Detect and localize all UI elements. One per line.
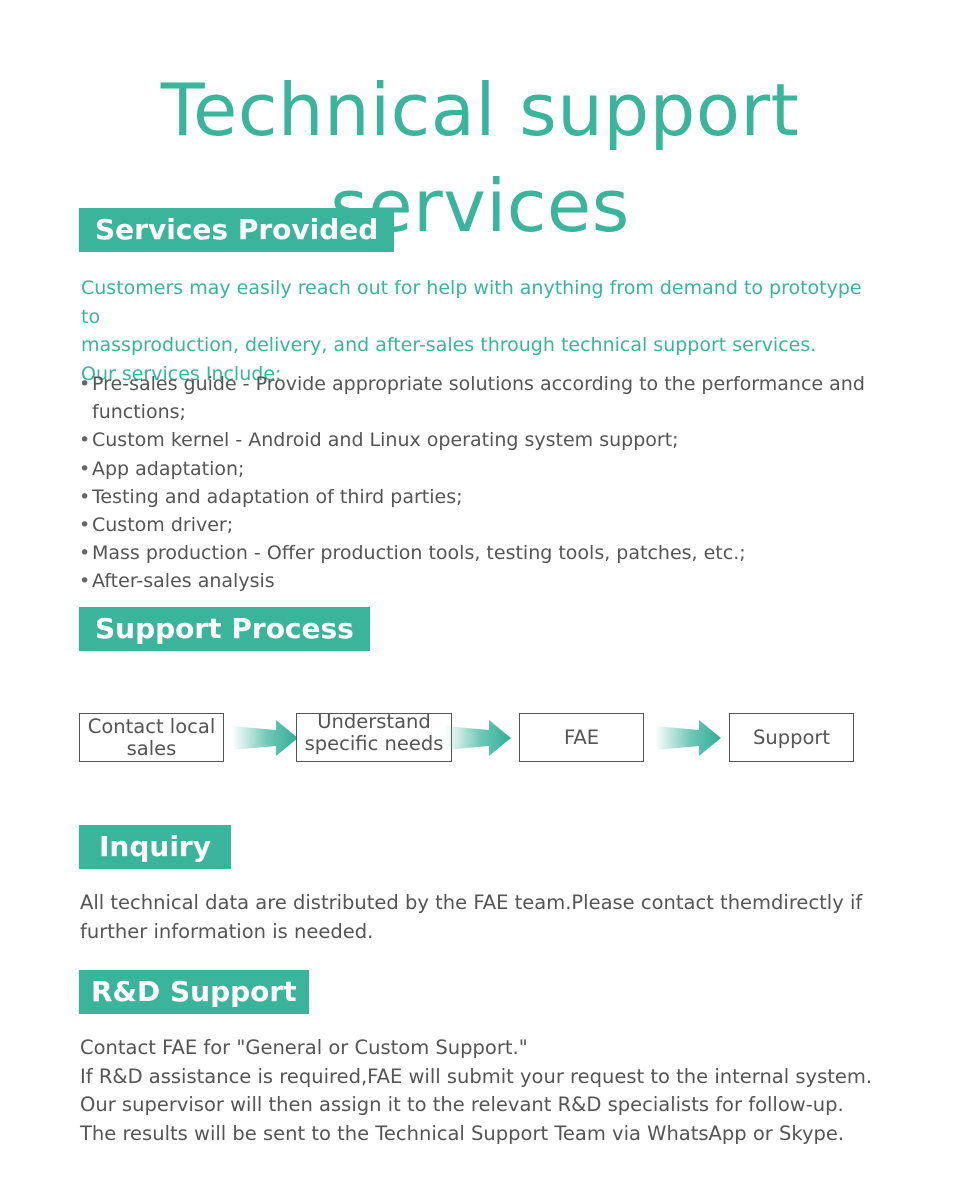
support-process-heading: Support Process	[79, 607, 370, 651]
list-item: •Mass production - Offer production tool…	[79, 539, 879, 567]
inquiry-line: All technical data are distributed by th…	[80, 891, 863, 914]
arrow-right-icon	[232, 720, 298, 756]
bullet: •	[79, 429, 91, 452]
process-step-contact-local-sales: Contact local sales	[79, 713, 224, 762]
list-item: •Pre-sales guide - Provide appropriate s…	[79, 370, 879, 426]
list-item-text: After-sales analysis	[92, 570, 275, 593]
process-step-understand-needs: Understand specific needs	[296, 710, 452, 762]
list-item: •Testing and adaptation of third parties…	[79, 483, 879, 511]
rd-support-text: Contact FAE for "General or Custom Suppo…	[80, 1034, 880, 1148]
bullet: •	[79, 542, 91, 565]
list-item-text: Mass production - Offer production tools…	[92, 542, 746, 565]
rd-support-heading: R&D Support	[79, 970, 309, 1014]
list-item: •App adaptation;	[79, 455, 879, 483]
intro-line: Our services Include:	[81, 362, 282, 385]
intro-line: massproduction, delivery, and after-sale…	[81, 334, 817, 356]
step-label-line: specific needs	[304, 732, 444, 755]
list-item: •After-sales analysis	[79, 567, 879, 595]
services-intro: Customers may easily reach out for help …	[81, 274, 881, 388]
inquiry-line: further information is needed.	[80, 919, 374, 943]
services-provided-heading: Services Provided	[79, 208, 395, 252]
list-item-text: Testing and adaptation of third parties;	[92, 485, 463, 508]
intro-line: Customers may easily reach out for help …	[81, 277, 862, 328]
inquiry-text: All technical data are distributed by th…	[80, 889, 880, 946]
process-step-fae: FAE	[519, 713, 644, 762]
step-label-line: Understand	[317, 710, 431, 733]
bullet: •	[79, 457, 91, 480]
bullet: •	[79, 570, 91, 593]
page-title: Technical support services	[160, 68, 800, 248]
bullet: •	[79, 373, 91, 395]
inquiry-heading: Inquiry	[79, 825, 231, 869]
process-step-support: Support	[729, 713, 854, 762]
arrow-right-icon	[445, 720, 511, 756]
list-item: •Custom kernel - Android and Linux opera…	[79, 426, 879, 454]
rd-line: Our supervisor will then assign it to th…	[80, 1093, 844, 1116]
step-label-line: sales	[126, 736, 177, 760]
list-item-text: Pre-sales guide - Provide appropriate so…	[92, 373, 865, 424]
list-item-text: App adaptation;	[92, 457, 245, 480]
list-item-text: Custom kernel - Android and Linux operat…	[92, 429, 679, 452]
rd-line: Contact FAE for "General or Custom Suppo…	[80, 1036, 528, 1059]
arrow-right-icon	[655, 720, 721, 756]
rd-line: If R&D assistance is required,FAE will s…	[80, 1064, 873, 1088]
rd-line: The results will be sent to the Technica…	[80, 1121, 845, 1145]
bullet: •	[79, 485, 91, 508]
services-list: •Pre-sales guide - Provide appropriate s…	[79, 370, 879, 596]
step-label-line: Contact local	[87, 714, 216, 738]
step-label-line: Support	[752, 725, 831, 749]
list-item-text: Custom driver;	[92, 514, 234, 537]
list-item: •Custom driver;	[79, 511, 879, 539]
bullet: •	[79, 514, 91, 537]
step-label-line: FAE	[563, 725, 600, 749]
